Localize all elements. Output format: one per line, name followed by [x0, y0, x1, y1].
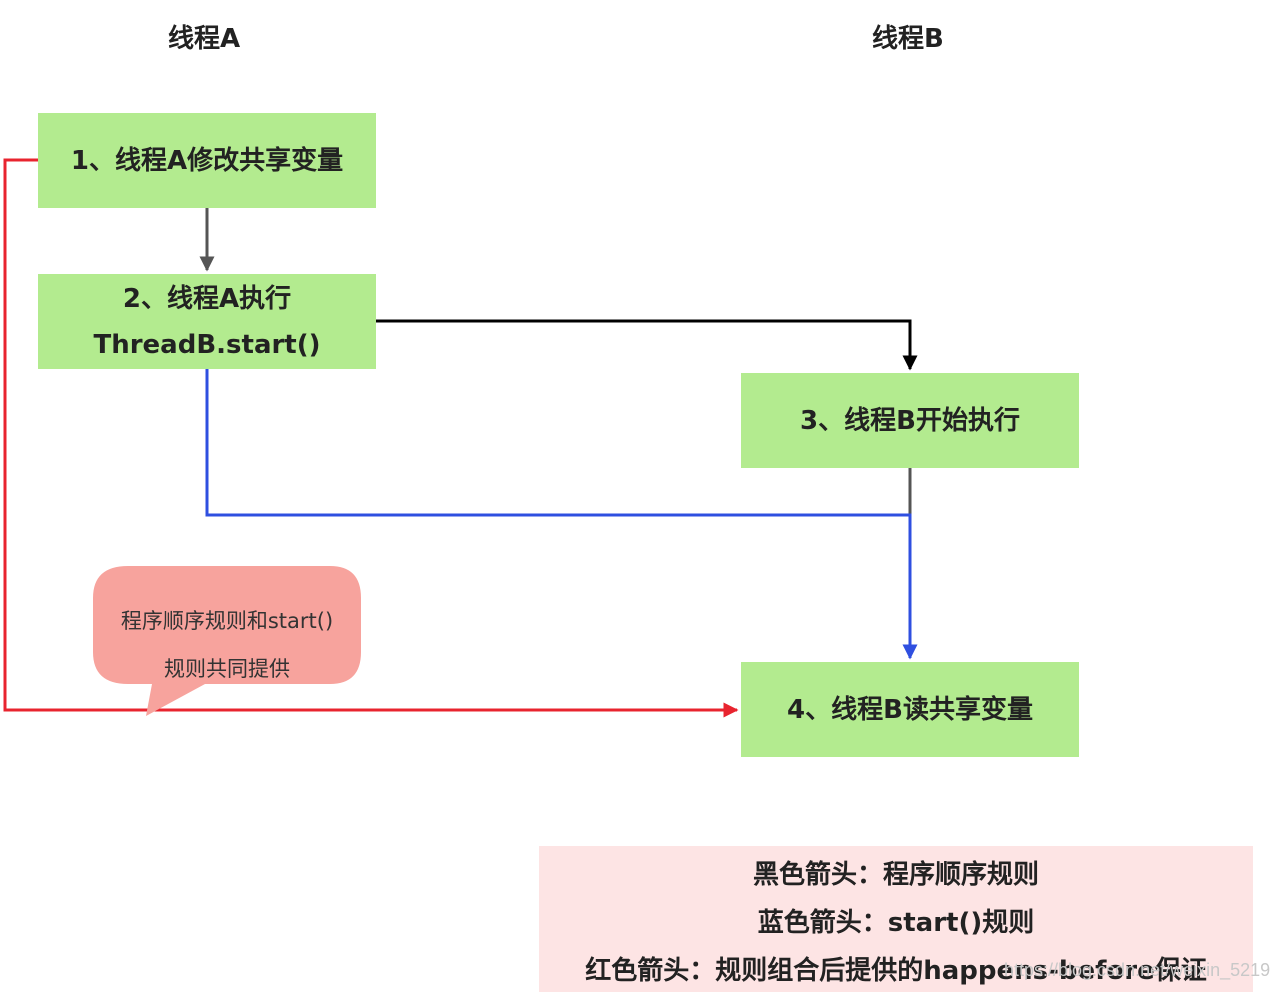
lane-title-thread-b: 线程B	[872, 24, 944, 54]
arrow-step2-to-step3	[376, 319, 918, 371]
step-3-label: 3、线程B开始执行	[800, 405, 1020, 436]
step-1-box: 1、线程A修改共享变量	[38, 113, 376, 208]
lane-title-thread-a: 线程A	[168, 24, 241, 54]
step-2-label-line-2: ThreadB.start()	[93, 329, 321, 360]
legend-blue-arrow: 蓝色箭头：start()规则	[757, 908, 1035, 938]
watermark: https://blog.csdn.net/weixin_5219	[1004, 960, 1270, 980]
step-4-label: 4、线程B读共享变量	[787, 694, 1033, 725]
callout-line-1: 程序顺序规则和start()	[120, 609, 334, 633]
legend-black-arrow: 黑色箭头：程序顺序规则	[752, 860, 1039, 890]
step-4-box: 4、线程B读共享变量	[741, 662, 1079, 757]
step-2-label-line-1: 2、线程A执行	[122, 283, 292, 314]
step-1-label: 1、线程A修改共享变量	[70, 145, 344, 176]
callout-line-2: 规则共同提供	[164, 657, 290, 681]
legend-red-arrow: 红色箭头：规则组合后提供的happens-before保证	[585, 956, 1207, 986]
legend-box: 黑色箭头：程序顺序规则 蓝色箭头：start()规则 红色箭头：规则组合后提供的…	[539, 846, 1253, 992]
arrow-step1-to-step4	[3, 158, 739, 718]
step-3-box: 3、线程B开始执行	[741, 373, 1079, 468]
step-2-box: 2、线程A执行 ThreadB.start()	[38, 274, 376, 369]
arrow-step2-to-step4	[205, 369, 918, 660]
